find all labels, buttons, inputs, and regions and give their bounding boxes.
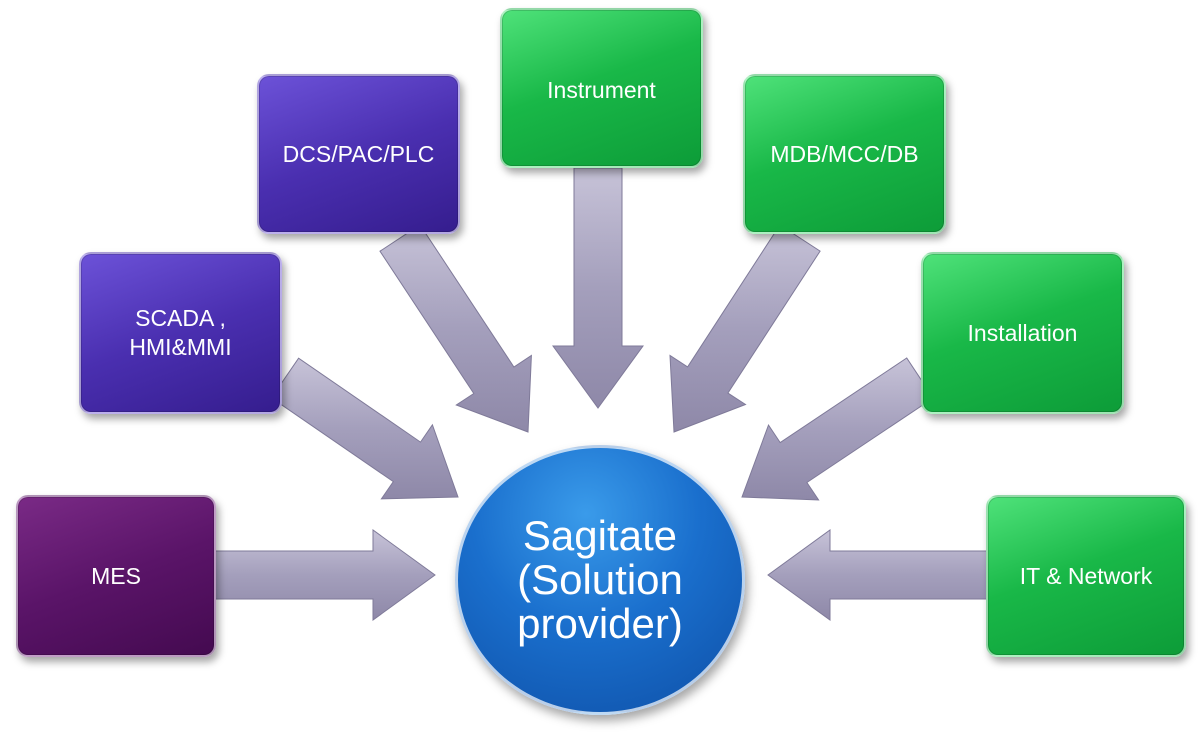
center-hub: Sagitate (Solution provider) [455,445,745,715]
arrow-instrument [552,167,644,409]
node-mdb-label: MDB/MCC/DB [770,140,919,167]
node-scada-label: SCADA , HMI&MMI [129,305,232,360]
node-dcs-pac-plc: DCS/PAC/PLC [257,74,460,234]
arrow-dcs [379,224,532,433]
center-hub-label: Sagitate (Solution provider) [517,511,683,648]
node-scada-hmi-mmi: SCADA , HMI&MMI [79,252,282,414]
node-mes: MES [16,495,216,657]
node-mdb-mcc-db: MDB/MCC/DB [743,74,946,234]
arrow-installation [741,357,934,501]
arrow-mes [214,529,436,621]
node-mes-label: MES [91,562,141,589]
arrow-scada [270,357,459,500]
node-dcs-label: DCS/PAC/PLC [282,140,435,167]
arrow-mdb [669,224,821,433]
node-installation: Installation [921,252,1124,414]
node-instrument: Instrument [500,8,703,168]
node-it-network: IT & Network [986,495,1186,657]
node-instrument-label: Instrument [547,77,656,103]
node-it-network-label: IT & Network [1019,562,1153,589]
arrow-it-network [767,529,991,621]
node-installation-label: Installation [967,319,1078,346]
